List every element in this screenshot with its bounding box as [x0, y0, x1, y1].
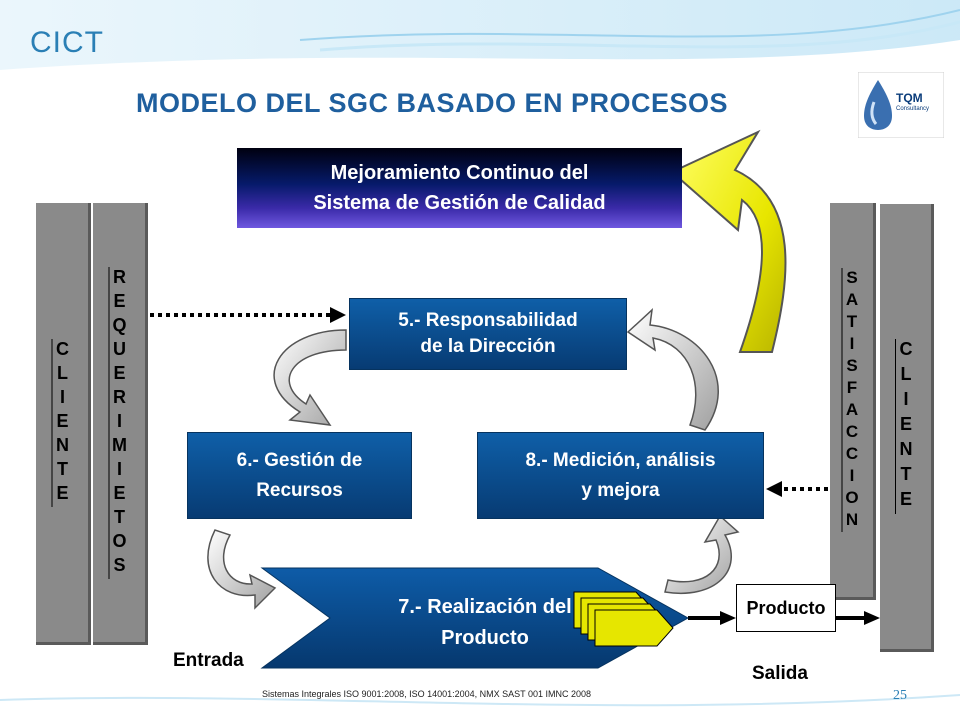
requerimientos-label: REQUERIMIETOS: [109, 266, 130, 579]
salida-label: Salida: [752, 663, 808, 684]
curved-arrow-6-to-7: [207, 529, 277, 610]
logo-subtitle: Consultancy: [896, 106, 930, 112]
page-title: MODELO DEL SGC BASADO EN PROCESOS: [136, 88, 729, 118]
dotted-arrow-requerimientos: [150, 307, 346, 323]
process-8-label: 8.- Medición, análisis y mejora: [525, 449, 716, 501]
output-arrow: [688, 611, 880, 625]
product-stack: [573, 591, 674, 647]
requerimientos-column: REQUERIMIETOS: [93, 203, 148, 645]
curved-arrow-5-to-6: [273, 329, 347, 426]
producto-label: Producto: [746, 597, 826, 618]
process-gestion-recursos: 6.- Gestión de Recursos: [187, 432, 412, 519]
tqm-logo-icon: [858, 72, 944, 138]
logo-name: TQM: [896, 91, 923, 105]
process-responsabilidad: 5.- Responsabilidad de la Dirección: [349, 298, 627, 370]
process-medicion: 8.- Medición, análisis y mejora: [477, 432, 764, 519]
footer-text: Sistemas Integrales ISO 9001:2008, ISO 1…: [262, 689, 592, 699]
dotted-arrow-satisfaccion: [766, 481, 828, 497]
cliente-left-label: CLIENTE: [52, 338, 73, 507]
entrada-label: Entrada: [173, 650, 244, 671]
curved-arrow-7-to-8: [664, 514, 740, 594]
page-number: 25: [893, 688, 907, 703]
curved-arrow-8-to-5: [626, 308, 719, 431]
process-7-label: 7.- Realización del Producto: [398, 596, 572, 649]
mejoramiento-banner: Mejoramiento Continuo del Sistema de Ges…: [237, 148, 682, 228]
cliente-column-right: CLIENTE: [880, 204, 934, 652]
satisfaccion-label: SATISFACCION: [842, 268, 862, 532]
cliente-column-left: CLIENTE: [36, 203, 91, 645]
satisfaccion-column: SATISFACCION: [830, 203, 876, 600]
cliente-right-label: CLIENTE: [896, 339, 916, 514]
process-6-label: 6.- Gestión de Recursos: [236, 449, 363, 501]
improvement-arrow: [670, 129, 787, 353]
brand-label: CICT: [30, 26, 104, 59]
producto-box: Producto: [736, 584, 836, 632]
mejoramiento-label: Mejoramiento Continuo del Sistema de Ges…: [313, 162, 606, 214]
process-5-label: 5.- Responsabilidad de la Dirección: [398, 310, 578, 357]
